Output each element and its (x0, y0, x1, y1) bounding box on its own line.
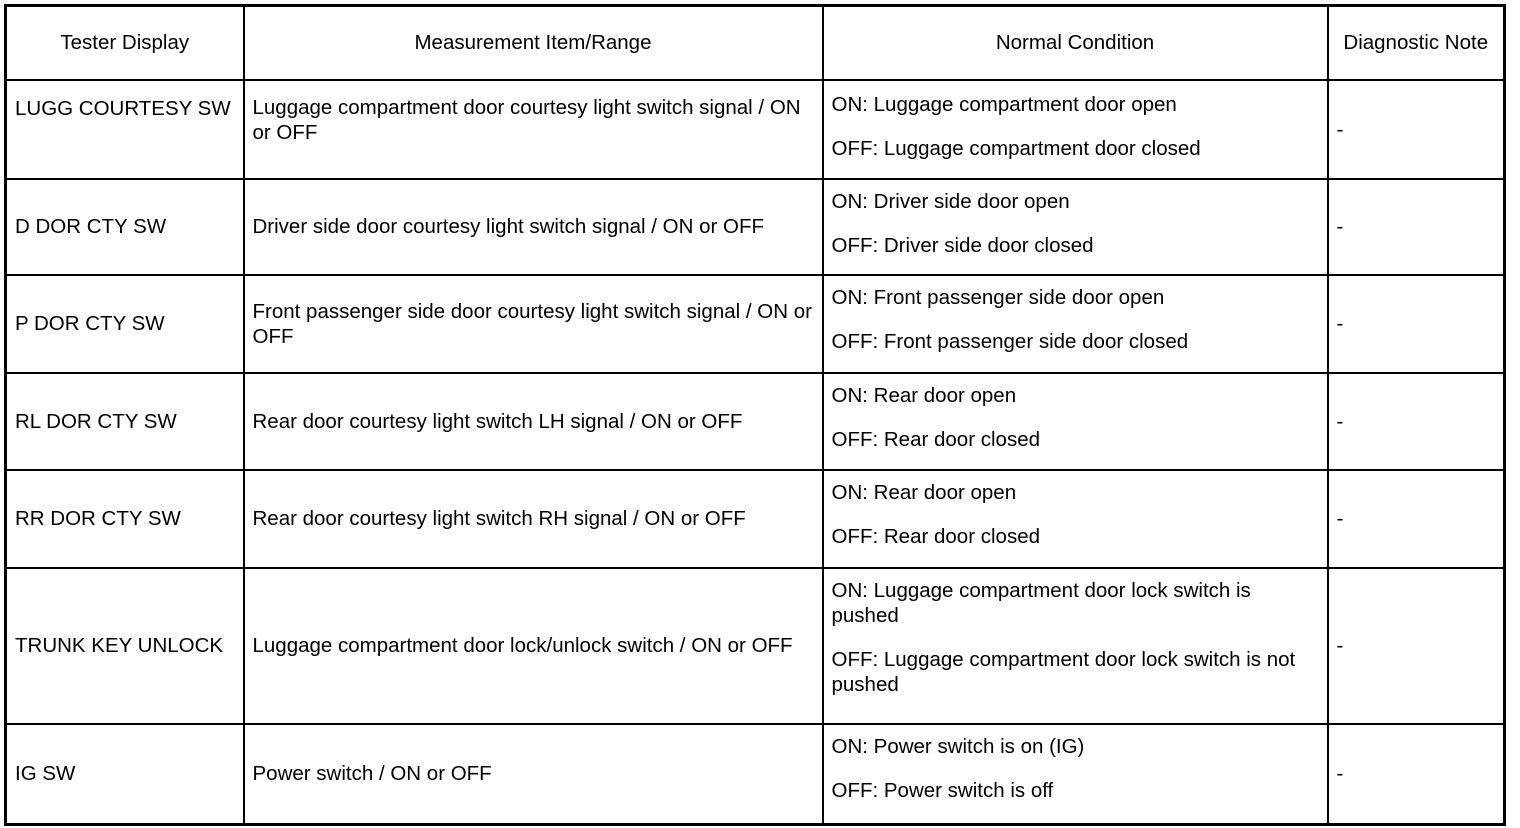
condition-spacer (832, 628, 1319, 647)
tester-display-specification-table: Tester Display Measurement Item/Range No… (4, 4, 1506, 826)
table-row: P DOR CTY SW Front passenger side door c… (4, 273, 1506, 374)
cell-normal-condition: ON: Rear door open OFF: Rear door closed (821, 468, 1329, 569)
cell-normal-condition: ON: Driver side door open OFF: Driver si… (821, 177, 1329, 276)
condition-spacer (832, 117, 1319, 136)
condition-spacer (832, 214, 1319, 233)
condition-off-text: OFF: Luggage compartment door closed (831, 136, 1201, 160)
condition-off-text: OFF: Rear door closed (831, 427, 1041, 451)
table-header-row: Tester Display Measurement Item/Range No… (4, 4, 1506, 81)
condition-spacer (832, 310, 1319, 329)
cell-measurement-item: Luggage compartment door courtesy light … (242, 78, 824, 180)
cell-tester-display: P DOR CTY SW (4, 273, 245, 374)
cell-tester-display: RL DOR CTY SW (4, 371, 245, 471)
column-header-measurement-item-range: Measurement Item/Range (242, 4, 824, 81)
condition-spacer (832, 408, 1319, 427)
cell-tester-display: IG SW (4, 722, 245, 826)
condition-on-text: ON: Luggage compartment door lock switch… (831, 578, 1251, 627)
cell-measurement-item: Power switch / ON or OFF (242, 722, 824, 826)
cell-tester-display: TRUNK KEY UNLOCK (4, 566, 245, 725)
cell-measurement-item: Rear door courtesy light switch RH signa… (242, 468, 824, 569)
cell-normal-condition: ON: Rear door open OFF: Rear door closed (821, 371, 1329, 471)
column-header-normal-condition: Normal Condition (821, 4, 1329, 81)
condition-on-text: ON: Luggage compartment door open (831, 92, 1177, 116)
condition-spacer (832, 759, 1319, 778)
cell-diagnostic-note: - (1326, 468, 1506, 569)
cell-measurement-item: Luggage compartment door lock/unlock swi… (242, 566, 824, 725)
condition-off-text: OFF: Rear door closed (831, 524, 1041, 548)
cell-diagnostic-note: - (1326, 566, 1506, 725)
cell-measurement-item: Front passenger side door courtesy light… (242, 273, 824, 374)
cell-normal-condition: ON: Front passenger side door open OFF: … (821, 273, 1329, 374)
column-header-tester-display: Tester Display (4, 4, 245, 81)
column-header-diagnostic-note: Diagnostic Note (1326, 4, 1506, 81)
condition-on-text: ON: Power switch is on (IG) (831, 734, 1085, 758)
condition-on-text: ON: Front passenger side door open (831, 285, 1165, 309)
cell-diagnostic-note: - (1326, 273, 1506, 374)
cell-diagnostic-note: - (1326, 722, 1506, 826)
condition-off-text: OFF: Power switch is off (831, 778, 1054, 802)
condition-on-text: ON: Driver side door open (831, 189, 1070, 213)
condition-on-text: ON: Rear door open (831, 383, 1017, 407)
table-row: RR DOR CTY SW Rear door courtesy light s… (4, 468, 1506, 569)
condition-off-text: OFF: Front passenger side door closed (831, 329, 1189, 353)
cell-tester-display: RR DOR CTY SW (4, 468, 245, 569)
cell-normal-condition: ON: Luggage compartment door open OFF: L… (821, 78, 1329, 180)
cell-measurement-item: Driver side door courtesy light switch s… (242, 177, 824, 276)
cell-tester-display: D DOR CTY SW (4, 177, 245, 276)
cell-measurement-item: Rear door courtesy light switch LH signa… (242, 371, 824, 471)
table-row: RL DOR CTY SW Rear door courtesy light s… (4, 371, 1506, 471)
cell-normal-condition: ON: Power switch is on (IG) OFF: Power s… (821, 722, 1329, 826)
condition-spacer (832, 505, 1319, 524)
cell-diagnostic-note: - (1326, 177, 1506, 276)
cell-tester-display: LUGG COURTESY SW (4, 78, 245, 180)
table-body: LUGG COURTESY SW Luggage compartment doo… (4, 78, 1506, 826)
table-row: TRUNK KEY UNLOCK Luggage compartment doo… (4, 566, 1506, 725)
condition-off-text: OFF: Luggage compartment door lock switc… (831, 647, 1296, 696)
table-row: D DOR CTY SW Driver side door courtesy l… (4, 177, 1506, 276)
cell-diagnostic-note: - (1326, 78, 1506, 180)
condition-off-text: OFF: Driver side door closed (831, 233, 1094, 257)
condition-on-text: ON: Rear door open (831, 480, 1017, 504)
table-row: IG SW Power switch / ON or OFF ON: Power… (4, 722, 1506, 826)
cell-normal-condition: ON: Luggage compartment door lock switch… (821, 566, 1329, 725)
table-header: Tester Display Measurement Item/Range No… (4, 4, 1506, 81)
cell-diagnostic-note: - (1326, 371, 1506, 471)
table-row: LUGG COURTESY SW Luggage compartment doo… (4, 78, 1506, 180)
